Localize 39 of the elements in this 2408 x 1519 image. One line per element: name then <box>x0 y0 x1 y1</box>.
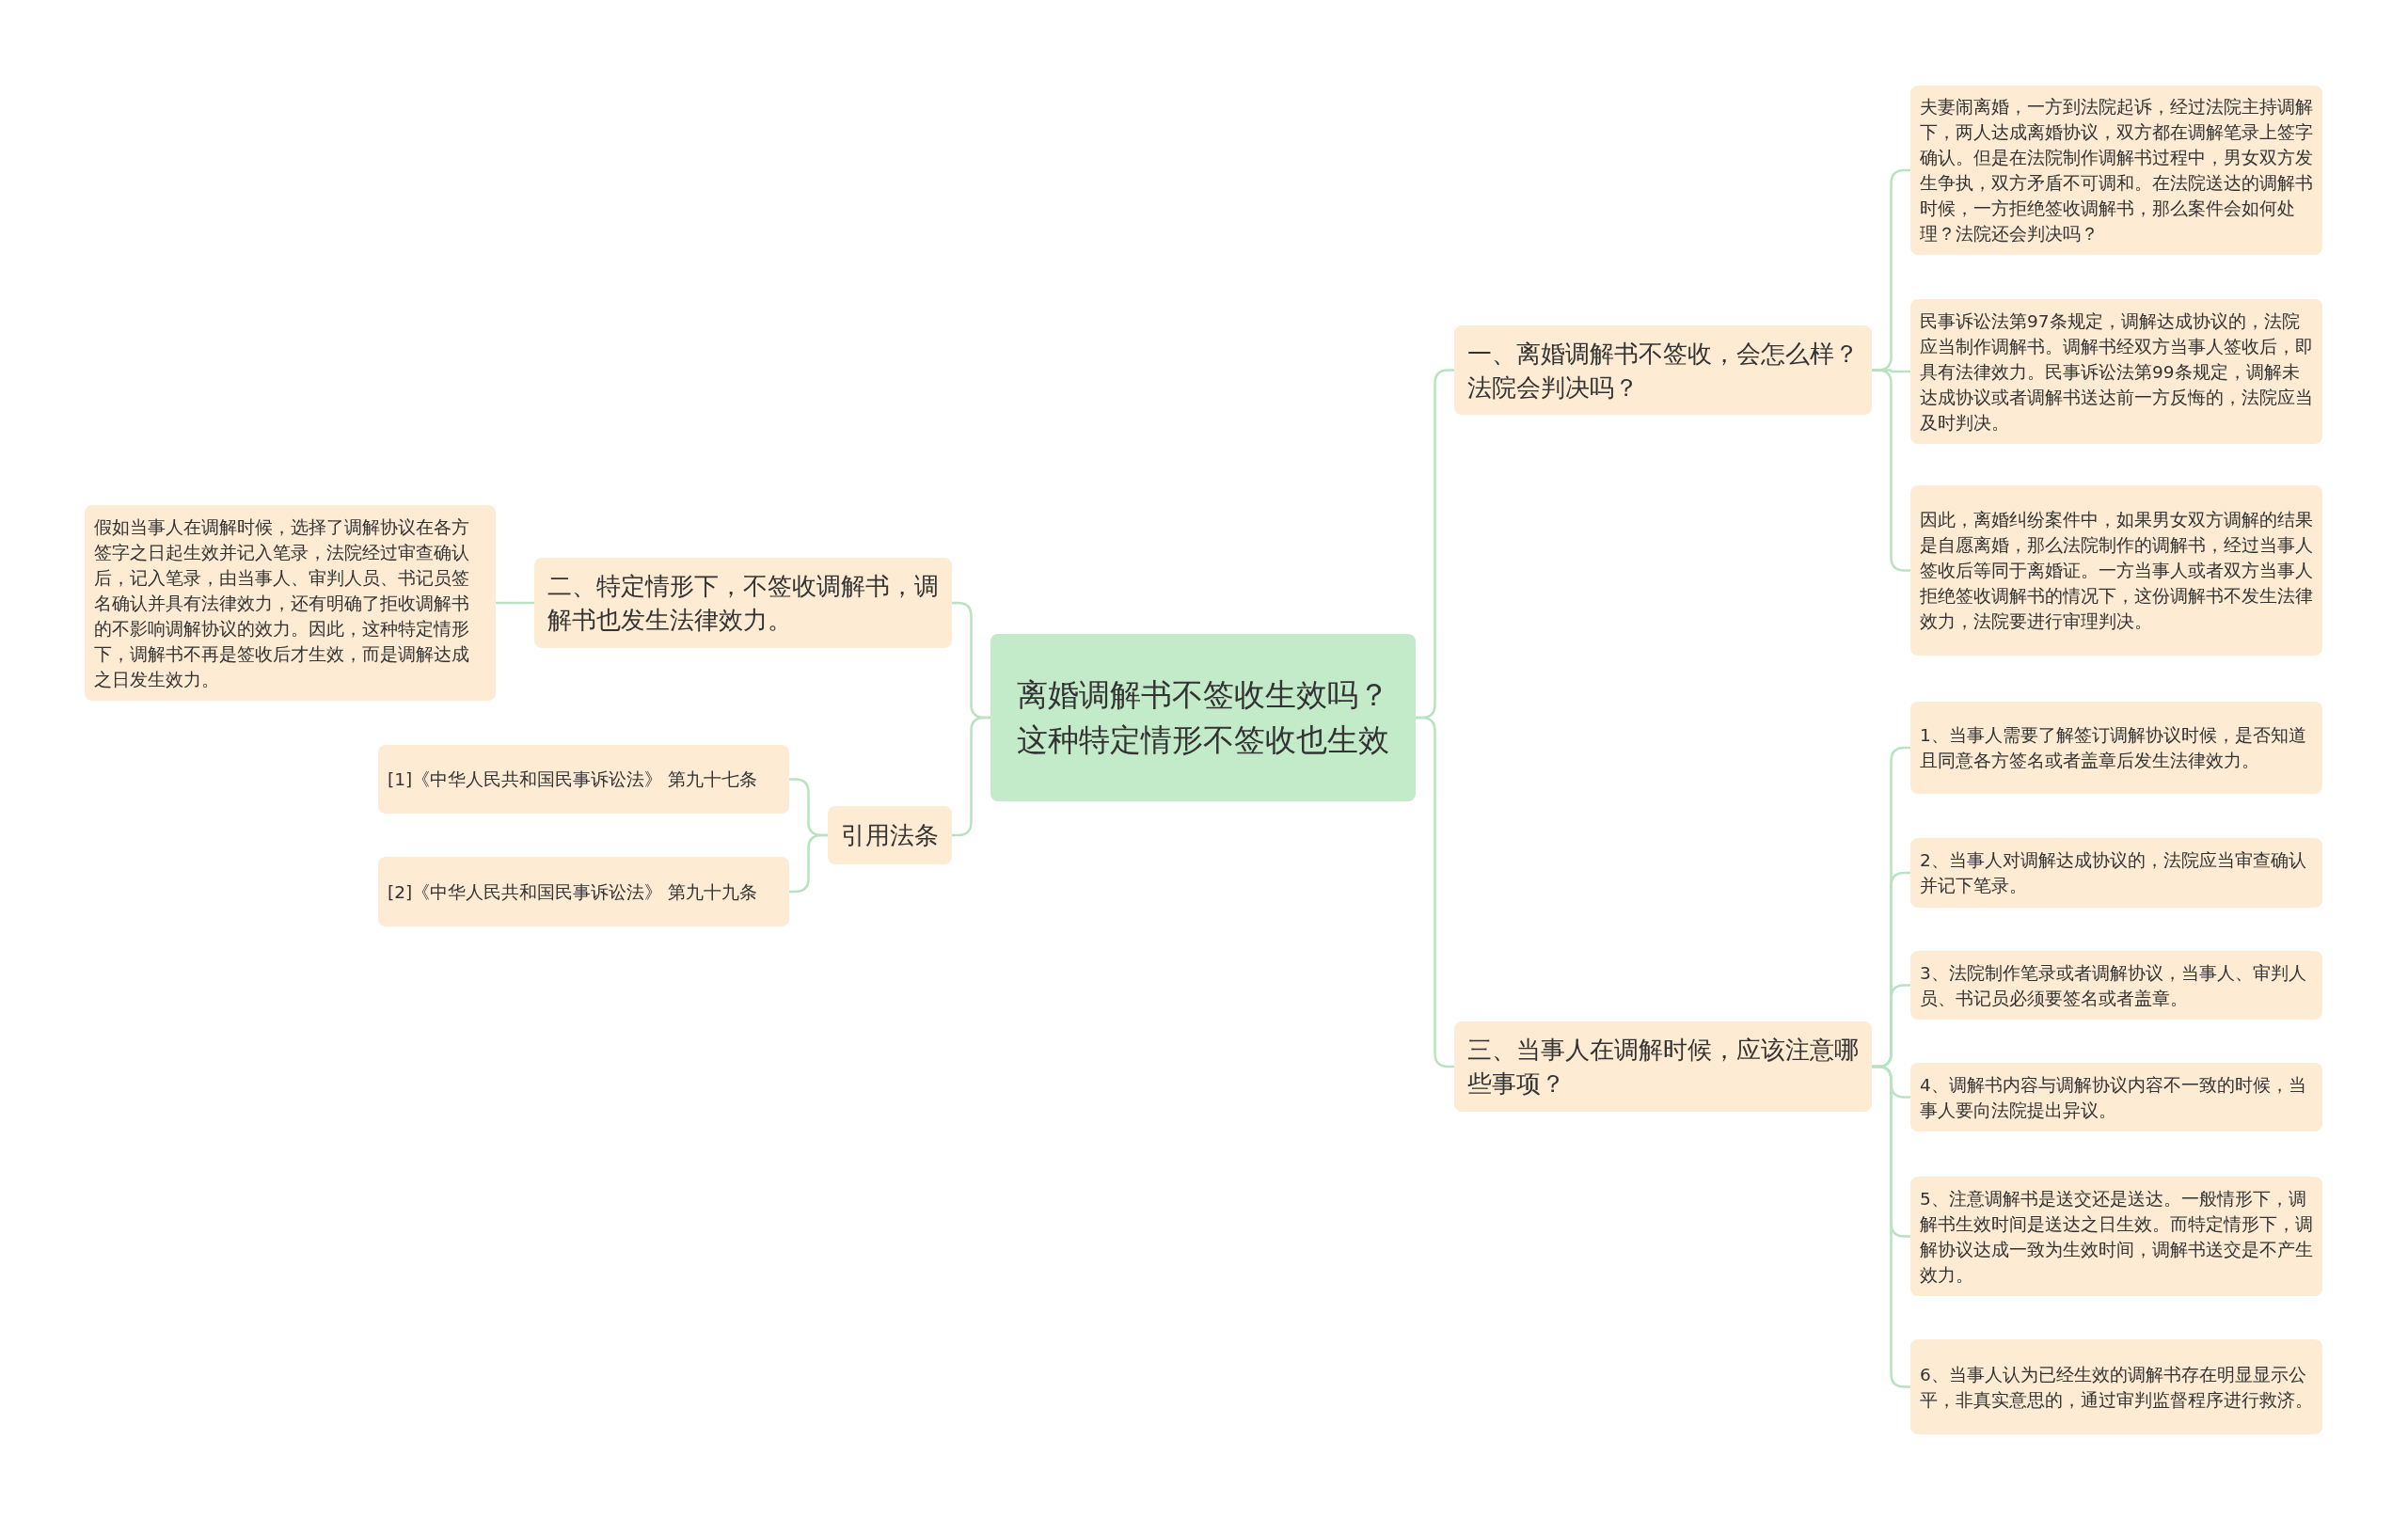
note-box <box>378 745 789 814</box>
note-box <box>1910 1177 2322 1296</box>
node-text: 假如当事人在调解时候，选择了调解协议在各方签字之日起生效并记入笔录，法院经过审查确认后，记入笔录，由当事人、审判人员、书记员签名确认并具有法律效力，还有明确了拒收调解书的不影响调解协议的效力。因此，这种特定情形下，调解书不再是签收后才生效，而是调解达成之日发生效力。 <box>94 515 470 691</box>
node-text: 6、当事人认为已经生效的调解书存在明显显示公平，非真实意思的，通过审判监督程序进行救济。 <box>1920 1363 2313 1412</box>
note-box <box>378 857 789 926</box>
connector-line <box>952 716 990 837</box>
node-text: 4、调解书内容与调解协议内容不一致的时候，当事人要向法院提出异议。 <box>1920 1073 2307 1122</box>
node-text: [1]《中华人民共和国民事诉讼法》 第九十七条 <box>388 768 759 791</box>
note-box <box>1910 485 2322 656</box>
node-text: 3、法院制作笔录或者调解协议，当事人、审判人员、书记员必须要签名或者盖章。 <box>1920 961 2307 1010</box>
node-text: 1、当事人需要了解签订调解协议时候，是否知道且同意各方签名或者盖章后发生法律效力。 <box>1920 724 2307 772</box>
node-text: 夫妻闹离婚，一方到法院起诉，经过法院主持调解下，两人达成离婚协议，双方都在调解笔录上签字确认。但是在法院制作调解书过程中，男女双方发生争执，双方矛盾不可调和。在法院送达的调解书时候，一方拒绝签收调解书，那么案件会如何处理？法院还会判决吗？ <box>1920 96 2313 245</box>
node-text: 2、当事人对调解达成协议的，法院应当审查确认并记下笔录。 <box>1920 849 2307 897</box>
topic-box <box>534 558 952 648</box>
node-text: 一、离婚调解书不签收，会怎么样？法院会判决吗？ <box>1467 338 1859 403</box>
topic-box <box>1454 325 1872 415</box>
note-box <box>1910 838 2322 908</box>
note-box <box>1910 1063 2322 1131</box>
node-text: 民事诉讼法第97条规定，调解达成协议的，法院应当制作调解书。调解书经双方当事人签收后，即具有法律效力。民事诉讼法第99条规定，调解未达成协议或者调解书送达前一方反悔的，法院应当及时判决。 <box>1920 309 2313 435</box>
node-text: 三、当事人在调解时候，应该注意哪些事项？ <box>1467 1035 1859 1100</box>
note-box <box>1910 86 2322 255</box>
note-box <box>85 505 496 701</box>
connector-line <box>1872 369 1910 572</box>
node-text: [2]《中华人民共和国民事诉讼法》 第九十九条 <box>388 880 759 904</box>
note-box <box>1910 702 2322 794</box>
note-box <box>1910 299 2322 444</box>
connector-line <box>1872 1065 1910 1388</box>
connector-line <box>496 601 534 605</box>
node-text: 因此，离婚纠纷案件中，如果男女双方调解的结果是自愿离婚，那么法院制作的调解书，经过当事人签收后等同于离婚证。一方当事人或者双方当事人拒绝签收调解书的情况下，这份调解书不发生法律效力，法院要进行审理判决。 <box>1920 509 2313 633</box>
note-box <box>1910 1339 2322 1434</box>
node-text: 5、注意调解书是送交还是送达。一般情形下，调解书生效时间是送达之日生效。而特定情形下，调解协议达成一致为生效时间，调解书送交是不产生效力。 <box>1920 1187 2313 1287</box>
node-text: 二、特定情形下，不签收调解书，调解书也发生法律效力。 <box>547 571 939 636</box>
central-topic-box <box>990 634 1416 801</box>
connector-line <box>1416 716 1454 1068</box>
topic-box <box>828 806 952 864</box>
node-text: 引用法条 <box>841 820 939 851</box>
topic-box <box>1454 1021 1872 1112</box>
note-box <box>1910 951 2322 1020</box>
node-text: 离婚调解书不签收生效吗？这种特定情形不签收也生效 <box>1016 675 1390 760</box>
